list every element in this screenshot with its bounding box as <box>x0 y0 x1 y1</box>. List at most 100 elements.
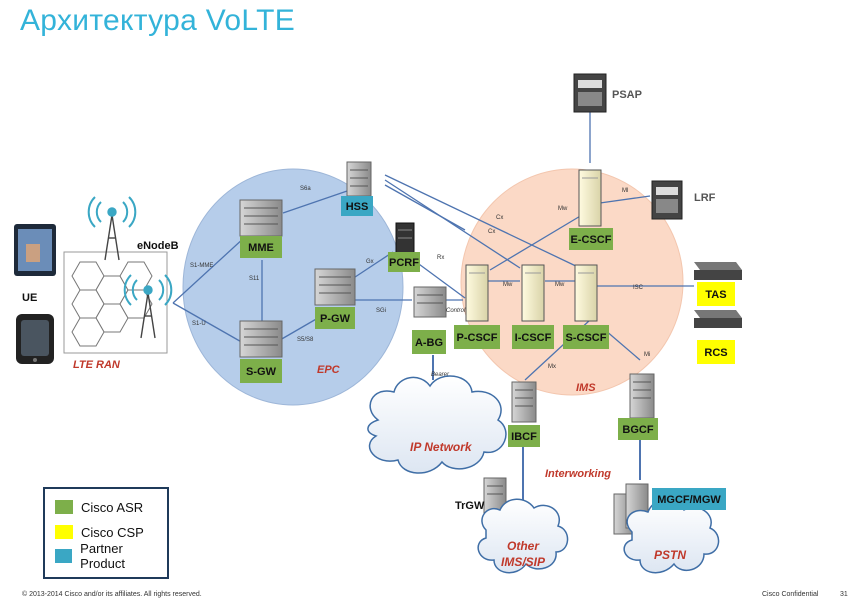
legend: Cisco ASR Cisco CSP Partner Product <box>43 487 169 579</box>
enodeb-antenna-2-icon <box>123 274 173 339</box>
ims-label: IMS <box>576 382 596 394</box>
footer-confidential: Cisco Confidential <box>762 591 819 598</box>
pcscf-box <box>454 325 500 349</box>
icscf-box <box>512 325 554 349</box>
icscf-server-icon <box>521 264 545 322</box>
footer-page-number: 31 <box>840 591 848 598</box>
psap-label: PSAP <box>612 89 642 101</box>
sgw-box <box>240 359 282 383</box>
interworking-label: Interworking <box>545 468 611 480</box>
sgw-label: S-GW <box>246 366 277 378</box>
hss-box <box>341 196 373 216</box>
epc-region <box>182 168 404 406</box>
pstn-cloud <box>623 499 720 574</box>
ip-network-cloud <box>367 375 507 474</box>
enodeb-label: eNodeB <box>137 240 179 252</box>
pcrf-server-icon <box>395 222 415 254</box>
mme-box <box>240 236 282 258</box>
iface-bearer: Bearer <box>431 372 450 378</box>
ecscf-box <box>569 228 613 250</box>
pcrf-label: PCRF <box>389 257 419 269</box>
psap-server-icon <box>573 73 607 113</box>
mgcf-box <box>652 488 726 510</box>
tas-label: TAS <box>705 289 726 301</box>
other-ims-cloud <box>477 498 569 574</box>
bgcf-label: BGCF <box>622 424 653 436</box>
ue-label: UE <box>22 292 37 304</box>
ibcf-server-icon <box>511 381 537 423</box>
page-title: Архитектура VoLTE <box>20 4 296 37</box>
ecscf-label: E-CSCF <box>571 234 612 246</box>
scscf-server-icon <box>574 264 598 322</box>
connection-lines <box>172 112 694 508</box>
ims-region <box>460 168 684 396</box>
iface-s6a: S6a <box>300 186 311 192</box>
legend-label-cisco-csp: Cisco CSP <box>81 524 144 540</box>
trgw-server-icon <box>483 477 507 517</box>
bgcf-box <box>618 418 658 440</box>
pcscf-label: P-CSCF <box>457 332 498 344</box>
lrf-server-icon <box>651 180 683 220</box>
iface-gx: Gx <box>366 259 374 265</box>
abg-label: A-BG <box>415 337 443 349</box>
enodeb-antenna-icon <box>87 196 137 261</box>
pstn-label: PSTN <box>654 548 686 562</box>
legend-swatch-cisco-csp <box>55 525 73 539</box>
iface-mi: Mi <box>644 352 650 358</box>
abg-server-icon <box>413 286 447 318</box>
iface-s1u: S1-U <box>192 321 206 327</box>
iface-cx-1: Cx <box>496 215 503 221</box>
mgcf-label: MGCF/MGW <box>657 494 721 506</box>
pcrf-box <box>388 252 420 272</box>
iface-isc: ISC <box>633 285 644 291</box>
legend-item-cisco-csp: Cisco CSP <box>55 524 144 540</box>
legend-swatch-partner-product <box>55 549 73 563</box>
epc-label: EPC <box>317 364 341 376</box>
rcs-label: RCS <box>704 347 727 359</box>
footer-copyright: © 2013-2014 Cisco and/or its affiliates.… <box>22 591 202 598</box>
tas-box <box>697 282 735 306</box>
iface-rx: Rx <box>437 255 444 261</box>
pgw-server-icon <box>314 268 356 306</box>
mme-server-icon <box>239 199 283 237</box>
scscf-box <box>563 325 609 349</box>
scscf-label: S-CSCF <box>566 332 607 344</box>
iface-mx: Mx <box>548 364 556 370</box>
ibcf-box <box>508 425 540 447</box>
rcs-appliance-icon <box>694 310 742 328</box>
ip-network-label: IP Network <box>410 440 473 454</box>
hss-label: HSS <box>346 201 369 213</box>
iface-mw-3: Mw <box>555 282 565 288</box>
pgw-box <box>315 307 355 329</box>
pgw-label: P-GW <box>320 313 351 325</box>
tablet-icon <box>14 224 56 276</box>
abg-box <box>412 330 446 354</box>
legend-swatch-cisco-asr <box>55 500 73 514</box>
mme-label: MME <box>248 242 274 254</box>
lte-ran-hex-grid <box>63 251 168 354</box>
icscf-label: I-CSCF <box>515 332 552 344</box>
iface-sgi: SGi <box>376 308 386 314</box>
bgcf-server-icon <box>629 373 655 419</box>
legend-item-partner-product: Partner Product <box>55 541 167 571</box>
iface-mw-1: Mw <box>558 206 568 212</box>
iface-cx-2: Cx <box>488 229 495 235</box>
iface-ml: Ml <box>622 188 628 194</box>
other-cloud-label-1: Other <box>507 539 540 553</box>
tas-appliance-icon <box>694 262 742 280</box>
iface-s1mme: S1-MME <box>190 263 213 269</box>
lte-ran-label: LTE RAN <box>73 359 121 371</box>
other-cloud-label-2: IMS/SIP <box>501 555 546 569</box>
hss-server-icon <box>346 161 372 197</box>
ibcf-label: IBCF <box>511 431 537 443</box>
legend-label-cisco-asr: Cisco ASR <box>81 499 144 515</box>
trgw-label: TrGW <box>455 500 485 512</box>
iface-mw-2: Mw <box>503 282 513 288</box>
sgw-server-icon <box>239 320 283 358</box>
phone-icon <box>16 314 54 364</box>
iface-control: Control <box>446 308 466 314</box>
ecscf-server-icon <box>578 169 602 227</box>
iface-s11: S11 <box>249 276 260 282</box>
lrf-label: LRF <box>694 192 716 204</box>
